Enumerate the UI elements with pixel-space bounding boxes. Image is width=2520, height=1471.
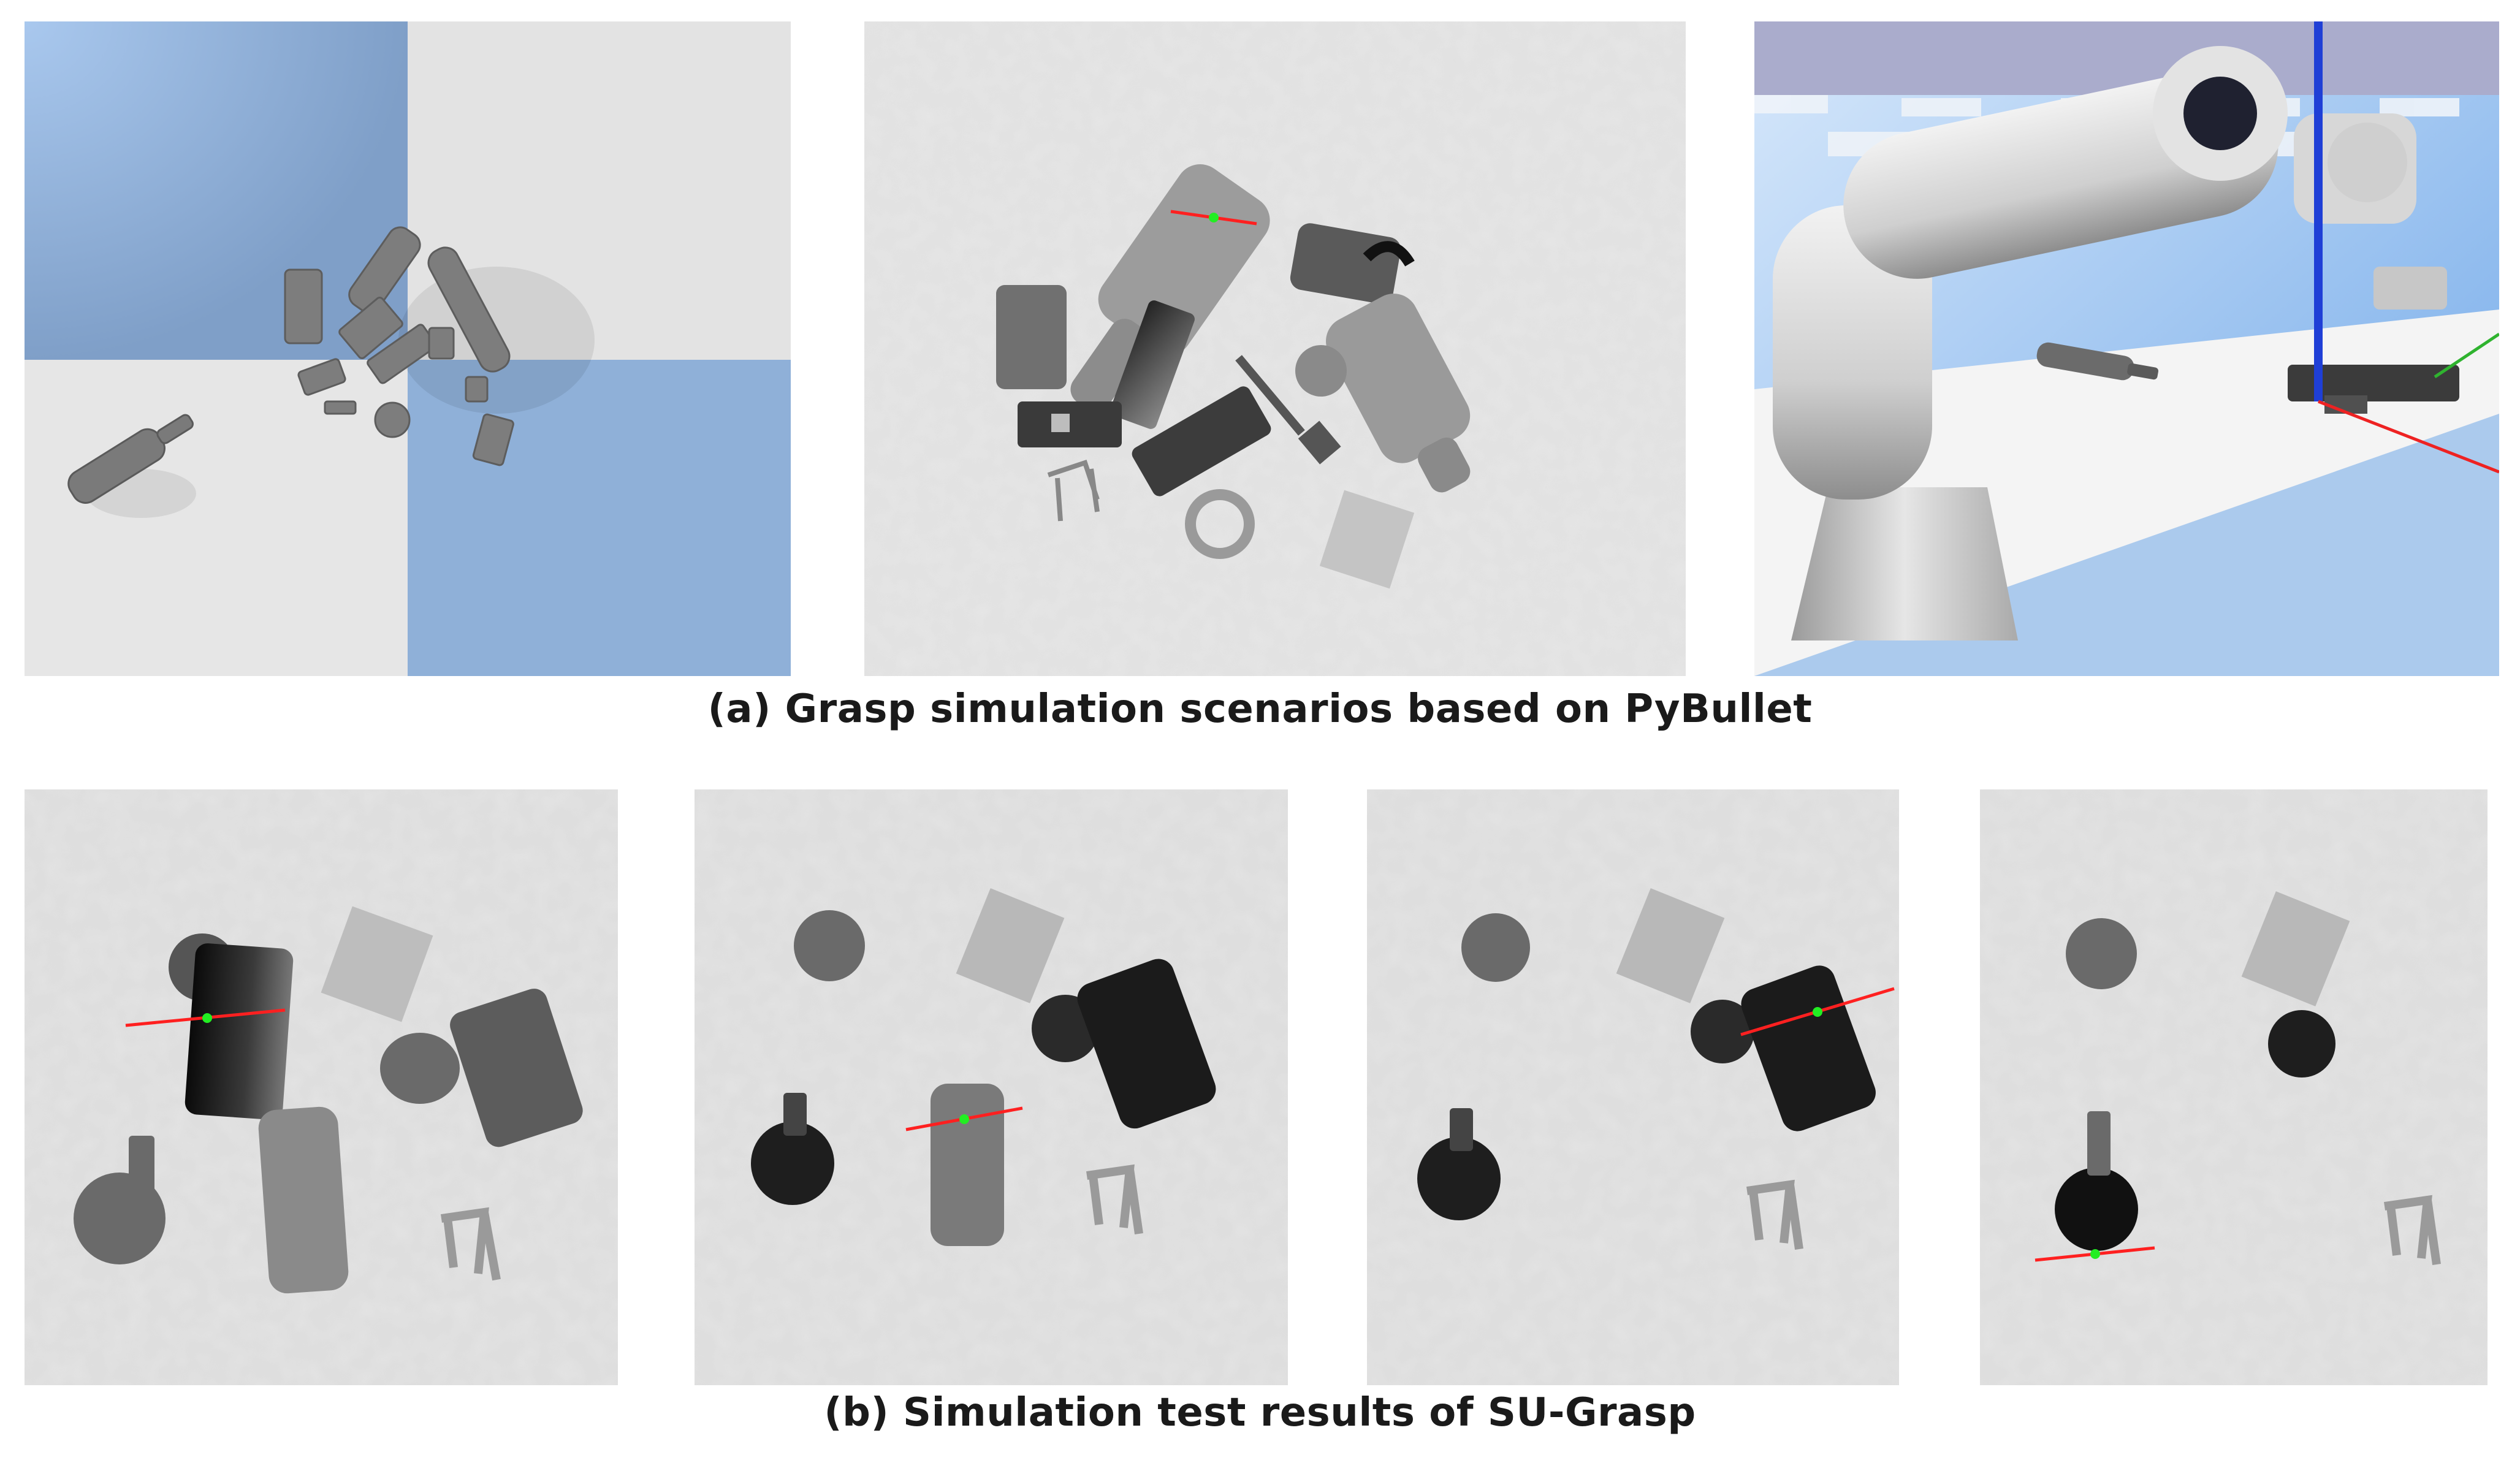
test-result-2 [695, 789, 1288, 1385]
pybullet-topdown-scene [25, 21, 791, 676]
test-result-1 [25, 789, 618, 1385]
test-result-3 [1367, 789, 1899, 1385]
robot-arm-scene [1754, 21, 2499, 676]
test-result-4 [1980, 789, 2488, 1385]
caption-a: (a) Grasp simulation scenarios based on … [707, 686, 1813, 732]
caption-b: (b) Simulation test results of SU-Grasp [824, 1390, 1696, 1435]
depth-image-with-grasp [864, 21, 1686, 676]
